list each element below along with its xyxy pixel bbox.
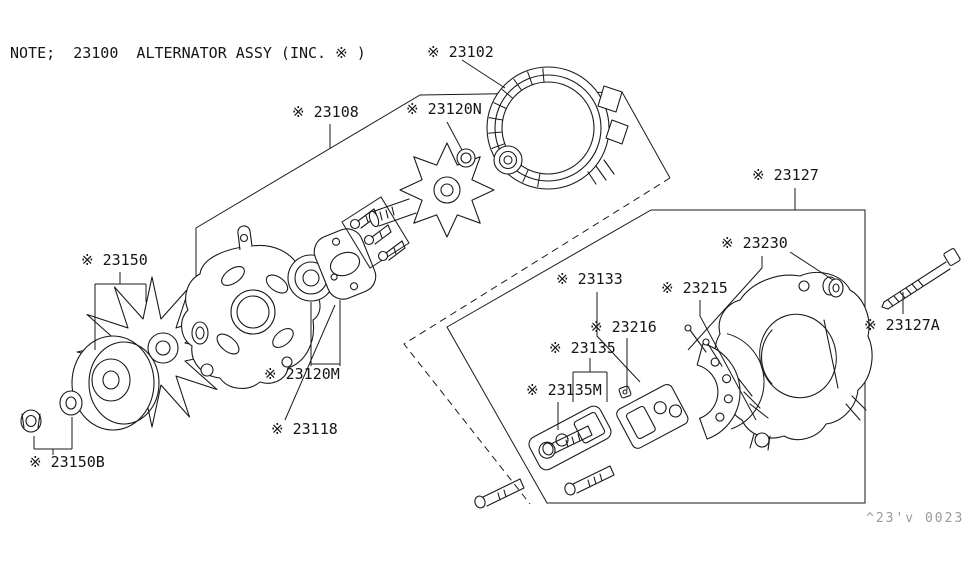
part-label-23230: ※ 23230 xyxy=(721,234,788,252)
diagram-code: ^23'v 0023 xyxy=(866,511,965,526)
part-label-23150B: ※ 23150B xyxy=(29,453,105,471)
through-bolt-1 xyxy=(542,425,593,456)
terminal-stud-drawing xyxy=(618,385,632,399)
part-label-23102: ※ 23102 xyxy=(427,43,494,61)
part-label-23108: ※ 23108 xyxy=(292,103,359,121)
spacer-collar-drawing xyxy=(191,321,209,345)
note-text: NOTE; 23100 ALTERNATOR ASSY (INC. ※ ) xyxy=(10,44,366,62)
part-label-23133: ※ 23133 xyxy=(556,270,623,288)
rear-cover-drawing xyxy=(714,272,873,451)
part-label-23150: ※ 23150 xyxy=(81,251,148,269)
screw-1 xyxy=(349,208,378,230)
part-label-23118: ※ 23118 xyxy=(271,420,338,438)
part-label-23135: ※ 23135 xyxy=(549,339,616,357)
part-label-23120M: ※ 23120M xyxy=(264,365,340,383)
rotor-drawing xyxy=(368,142,495,238)
screw-2 xyxy=(363,224,392,246)
part-label-23127: ※ 23127 xyxy=(752,166,819,184)
rectifier-drawing xyxy=(684,324,765,440)
group-frame-rotor-stator xyxy=(195,91,671,505)
stator-drawing xyxy=(486,66,629,190)
retainer-plate-drawing xyxy=(313,228,377,300)
screw-set-drawing xyxy=(341,196,410,269)
bushing-drawing xyxy=(822,276,844,298)
through-bolt-2 xyxy=(564,465,615,496)
pulley-nut-washer-drawing xyxy=(20,390,83,433)
brush-holder-drawing xyxy=(616,383,689,449)
pulley-drawing xyxy=(71,335,160,431)
screw-3 xyxy=(377,240,406,262)
regulator-drawing xyxy=(528,405,612,471)
part-label-23216: ※ 23216 xyxy=(590,318,657,336)
rear-bearing-drawing xyxy=(456,148,476,168)
long-bolt-drawing xyxy=(881,248,961,310)
group-frame-rear-assembly xyxy=(446,209,866,504)
part-label-23135M: ※ 23135M xyxy=(526,381,602,399)
part-label-23120N: ※ 23120N xyxy=(406,100,482,118)
part-label-23127A: ※ 23127A xyxy=(864,316,940,334)
leader-lines xyxy=(33,59,904,455)
through-bolt-3 xyxy=(474,478,525,509)
part-label-23215: ※ 23215 xyxy=(661,279,728,297)
